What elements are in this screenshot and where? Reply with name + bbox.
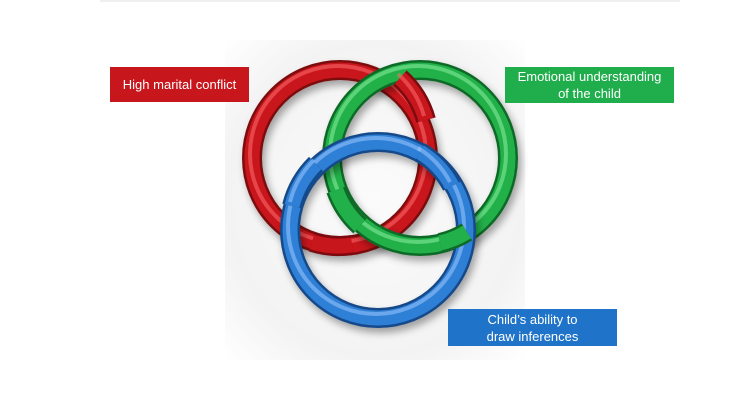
green-over-red-crossing xyxy=(326,186,367,234)
label-emotional-understanding: Emotional understanding of the child xyxy=(505,67,674,103)
label-green-line1: Emotional understanding xyxy=(517,69,662,84)
blue-over-red-crossing xyxy=(282,156,324,209)
top-divider xyxy=(100,0,680,2)
red-over-blue-crossing xyxy=(309,232,354,257)
label-blue-line1: Child’s ability to xyxy=(487,311,578,327)
green-over-blue-crossing xyxy=(437,223,473,253)
label-child-inferences: Child’s ability to draw inferences xyxy=(448,309,617,346)
blue-over-green-crossing xyxy=(414,143,461,191)
label-green-line2: of the child xyxy=(558,86,621,101)
label-blue-line2: draw inferences xyxy=(486,328,579,344)
blue-ring xyxy=(280,132,476,328)
label-high-marital-conflict: High marital conflict xyxy=(110,67,249,102)
red-over-green-crossing xyxy=(393,70,436,124)
label-red-line1: High marital conflict xyxy=(122,77,237,92)
